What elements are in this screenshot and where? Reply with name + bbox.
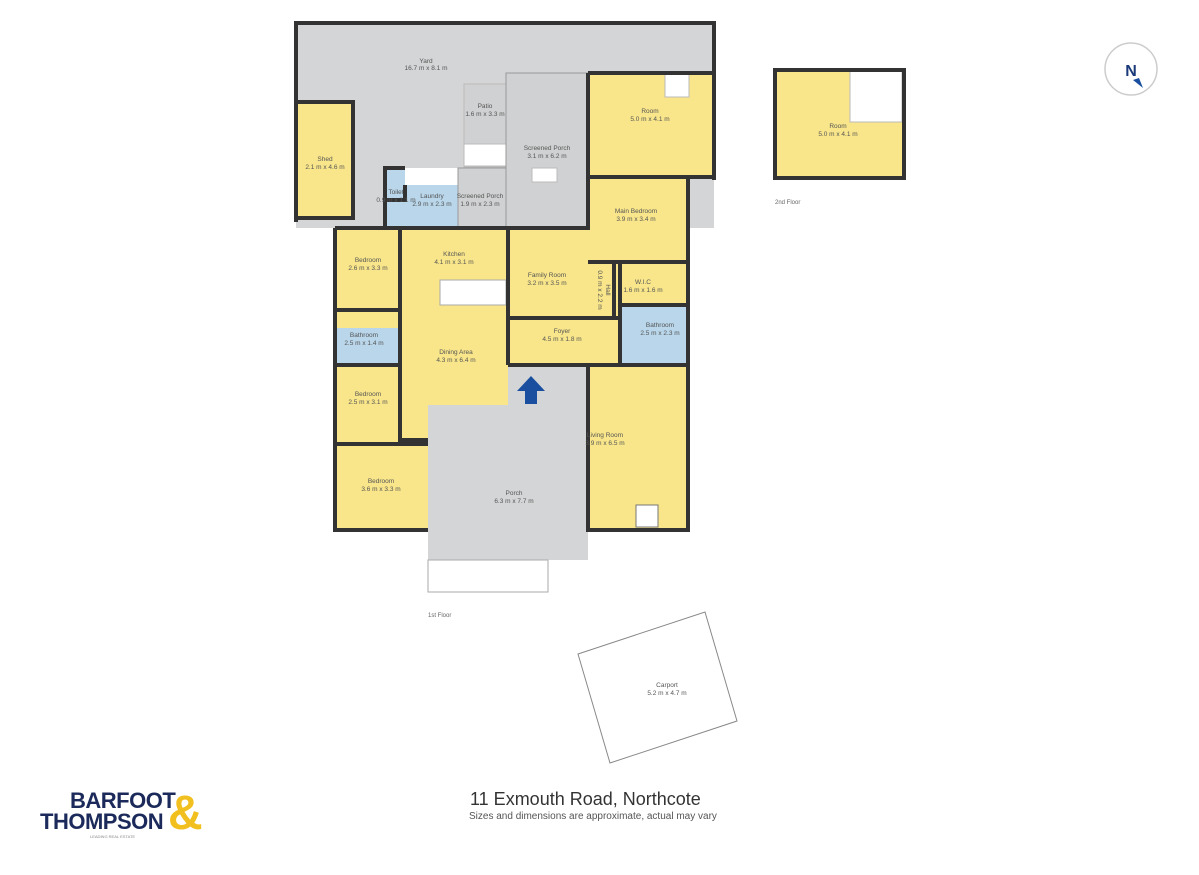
room-bathroom-left [335,328,400,365]
label-wic: W.I.C [635,279,651,286]
label-shed: Shed [317,156,333,163]
size-family-room: 3.2 m x 3.5 m [527,280,566,287]
room-porch [428,405,588,560]
label-bathroom-right: Bathroom [646,322,674,329]
size-bedroom-2: 2.5 m x 3.1 m [348,399,387,406]
size-bathroom-left: 2.5 m x 1.4 m [344,340,383,347]
laundry-bench [405,168,458,185]
size-kitchen: 4.1 m x 3.1 m [434,259,473,266]
room-bathroom-right [620,305,688,365]
stairs [664,72,690,98]
size-carport: 5.2 m x 4.7 m [647,690,686,697]
label-living-room: Living Room [587,432,623,439]
label-dining-area: Dining Area [439,349,473,356]
label-carport: Carport [656,682,678,689]
room-screened-porch-small [457,167,507,229]
size-living-room: 3.9 m x 6.5 m [585,440,624,447]
label-toilet: Toilet [388,189,403,196]
label-family-room: Family Room [528,272,566,279]
fireplace [635,504,659,528]
room-bedroom-bottom [335,440,428,530]
label-bedroom-2: Bedroom [355,391,381,398]
label-yard: Yard [419,58,433,65]
size-foyer: 4.5 m x 1.8 m [542,336,581,343]
north-compass-icon: N [1104,42,1158,96]
label-bedroom-3: Bedroom [368,478,394,485]
logo-line1: BARFOOT [70,788,176,813]
label-screened-porch-small: Screened Porch [457,193,504,200]
label-porch: Porch [506,490,523,497]
label-room: Room [641,108,658,115]
label-bathroom-left: Bathroom [350,332,378,339]
walls [333,71,716,532]
label-foyer: Foyer [554,328,571,335]
size-wic: 1.6 m x 1.6 m [623,287,662,294]
size-room-2nd: 5.0 m x 4.1 m [818,131,857,138]
label-kitchen: Kitchen [443,251,465,258]
label-screened-porch: Screened Porch [524,145,571,152]
porch-steps [531,167,558,183]
dining-extension [428,365,508,405]
logo-line2: THOMPSON [40,809,164,834]
room-labels: Yard 16.7 m x 8.1 m Shed 2.1 m x 4.6 m P… [305,58,857,697]
size-yard: 16.7 m x 8.1 m [405,65,448,72]
size-screened-porch: 3.1 m x 6.2 m [527,153,566,160]
label-room-2nd: Room [829,123,846,130]
porch-steps-front [427,559,549,593]
disclaimer: Sizes and dimensions are approximate, ac… [469,811,717,822]
size-shed: 2.1 m x 4.6 m [305,164,344,171]
size-screened-porch-small: 1.9 m x 2.3 m [460,201,499,208]
floor-label-2nd: 2nd Floor [775,200,800,206]
size-toilet: 0.9 m x 1.1 m [376,197,415,204]
kitchen-island [439,279,507,306]
compass-label: N [1125,63,1137,80]
room-carport [577,611,738,764]
property-address: 11 Exmouth Road, Northcote [470,789,701,809]
size-dining-area: 4.3 m x 6.4 m [436,357,475,364]
label-laundry: Laundry [420,193,444,200]
brand-logo: BARFOOT THOMPSON & LEADING REAL ESTATE [40,787,210,840]
logo-tagline: LEADING REAL ESTATE [90,834,136,839]
toilet-wall [383,166,407,228]
size-laundry: 2.9 m x 2.3 m [412,201,451,208]
size-porch: 6.3 m x 7.7 m [494,498,533,505]
logo-ampersand: & [168,787,203,840]
floor-label-1st: 1st Floor [428,613,451,619]
size-room: 5.0 m x 4.1 m [630,116,669,123]
wall-2nd [773,68,906,180]
room-upper [588,73,714,177]
room-living [588,365,688,530]
label-main-bedroom: Main Bedroom [615,208,657,215]
size-patio: 1.6 m x 3.3 m [465,111,504,118]
label-patio: Patio [478,103,493,110]
size-bathroom-right: 2.5 m x 2.3 m [640,330,679,337]
entrance-arrow-icon [517,376,545,404]
size-main-bedroom: 3.9 m x 3.4 m [616,216,655,223]
shed-wall [294,100,355,220]
size-hall: 0.9 m x 2.2 m [596,270,603,309]
room-shed [296,102,353,218]
size-bedroom-3: 3.6 m x 3.3 m [361,486,400,493]
label-bedroom-1: Bedroom [355,257,381,264]
label-hall: Hall [604,284,611,296]
room-screened-porch [505,72,589,229]
size-bedroom-1: 2.6 m x 3.3 m [348,265,387,272]
patio-steps [463,143,507,167]
stairs-2nd [849,69,903,123]
